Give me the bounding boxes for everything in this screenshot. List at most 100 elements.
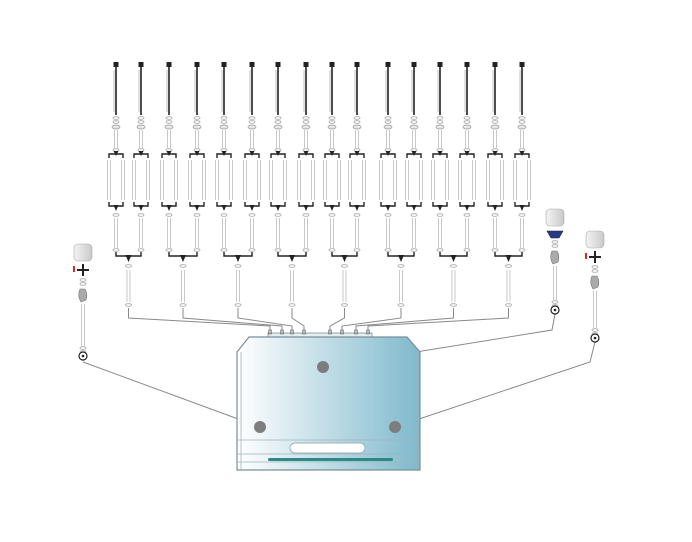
o-ring: [220, 213, 228, 217]
o-ring: [248, 213, 256, 217]
merger-joint: [437, 205, 443, 211]
y-joint: [341, 255, 348, 262]
needle-column: [188, 62, 206, 252]
o-ring: [220, 116, 228, 120]
indicator-stripe: [268, 458, 393, 461]
o-ring: [112, 120, 120, 124]
y-joint-group: [277, 252, 307, 307]
needle-column: [297, 62, 315, 252]
o-ring: [410, 248, 418, 252]
merger-joint: [221, 205, 227, 211]
o-ring: [137, 148, 145, 152]
o-ring: [463, 120, 471, 124]
o-ring: [193, 248, 201, 252]
y-joint-group: [168, 252, 198, 307]
merger-joint: [303, 205, 309, 211]
needle-column: [431, 62, 449, 252]
o-ring: [491, 116, 499, 120]
y-joint-group: [387, 252, 415, 307]
splitter-joint: [329, 151, 335, 156]
o-ring: [518, 148, 526, 152]
leader-line: [128, 308, 271, 334]
o-ring: [234, 264, 242, 268]
seal: [192, 124, 202, 130]
splitter-joint: [138, 151, 144, 156]
needle-column: [269, 62, 287, 252]
o-ring: [112, 213, 120, 217]
leader-line: [341, 308, 402, 334]
o-ring: [274, 213, 282, 217]
o-ring: [288, 303, 296, 307]
side-components: [73, 208, 605, 361]
o-ring: [220, 120, 228, 124]
o-ring: [518, 248, 526, 252]
cap: [73, 243, 93, 262]
o-ring: [302, 116, 310, 120]
o-ring: [234, 303, 242, 307]
o-ring: [328, 116, 336, 120]
manifold-body: [236, 336, 421, 471]
o-ring: [79, 282, 87, 286]
o-ring: [518, 120, 526, 124]
o-ring: [491, 248, 499, 252]
seal: [301, 124, 311, 130]
o-ring: [165, 120, 173, 124]
needle-column: [348, 62, 366, 252]
side-fitting: [73, 243, 93, 361]
seal: [136, 124, 146, 130]
needle-column: [215, 62, 233, 252]
mount-point: [389, 421, 401, 433]
o-ring: [220, 248, 228, 252]
needle-cap: [221, 62, 227, 67]
needle-column: [243, 62, 261, 252]
merger-joint: [249, 205, 255, 211]
needle-cap: [194, 62, 200, 67]
leader-line: [355, 308, 454, 334]
o-ring: [328, 248, 336, 252]
o-ring: [248, 120, 256, 124]
o-ring: [79, 346, 87, 350]
splitter-joint: [166, 151, 172, 156]
seal: [352, 124, 362, 130]
o-ring: [463, 148, 471, 152]
o-ring: [384, 148, 392, 152]
splitter-joint: [249, 151, 255, 156]
o-ring: [353, 120, 361, 124]
o-ring: [193, 120, 201, 124]
port: [366, 329, 370, 335]
splitter-joint: [519, 151, 525, 156]
port: [302, 329, 306, 335]
needle-cap: [138, 62, 144, 67]
seal: [517, 124, 527, 130]
port: [328, 329, 332, 335]
merger-joint: [194, 205, 200, 211]
o-ring: [491, 148, 499, 152]
y-joint: [505, 255, 512, 262]
y-joint-group: [223, 252, 253, 307]
o-ring: [384, 248, 392, 252]
needle-cap: [275, 62, 281, 67]
needle-cap: [303, 62, 309, 67]
splitter-joint: [437, 151, 443, 156]
o-ring: [591, 265, 599, 269]
needle-cap: [437, 62, 443, 67]
manifold-box: [236, 329, 421, 471]
needle-column: [458, 62, 476, 252]
o-ring: [220, 148, 228, 152]
o-ring: [165, 148, 173, 152]
o-ring: [112, 248, 120, 252]
needle-column: [132, 62, 150, 252]
o-ring: [137, 120, 145, 124]
o-ring: [436, 213, 444, 217]
seal: [462, 124, 472, 130]
y-joint-group: [115, 252, 142, 307]
o-ring: [137, 213, 145, 217]
splitter-joint: [354, 151, 360, 156]
o-ring: [436, 116, 444, 120]
merger-joint: [275, 205, 281, 211]
side-fitting: [545, 208, 565, 315]
o-ring: [165, 213, 173, 217]
o-ring: [193, 213, 201, 217]
handle-slot: [289, 442, 366, 454]
